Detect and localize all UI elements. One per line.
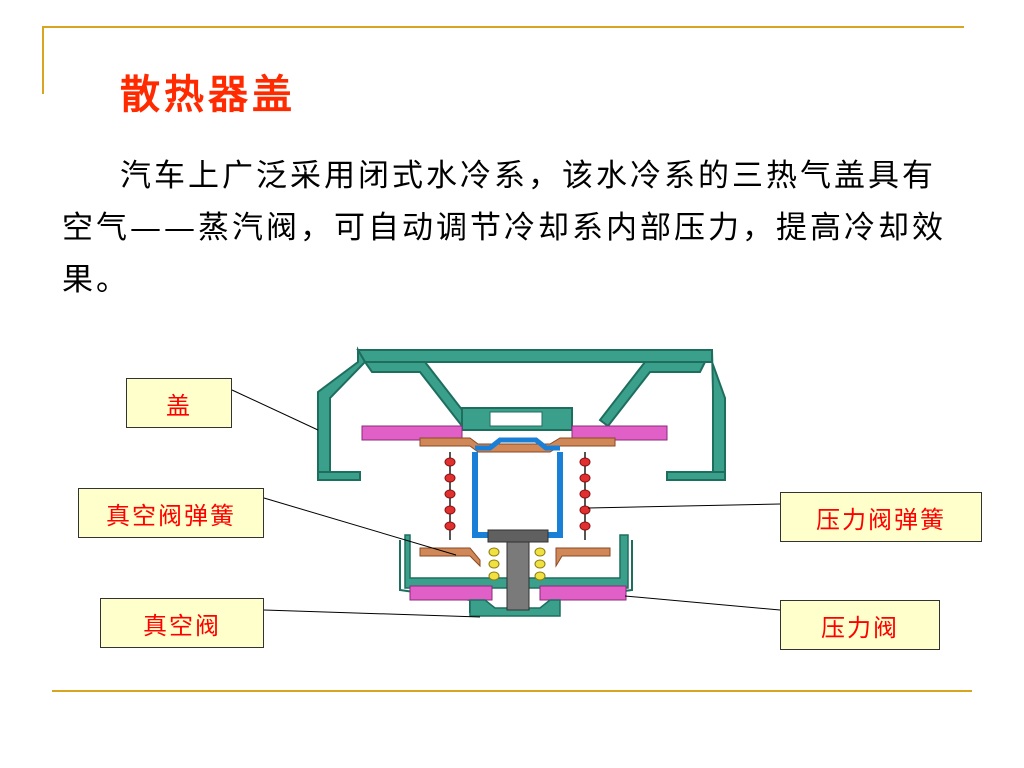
lower-seal-left [409, 585, 493, 601]
upper-gasket [419, 437, 616, 453]
lower-seal-right [539, 585, 627, 601]
vacuum-valve-stem [506, 541, 530, 611]
frame-left-line [42, 26, 44, 94]
leader-lines [231, 389, 781, 618]
label-cap: 盖 [126, 378, 232, 428]
frame-top-line [42, 26, 964, 28]
label-pressure-valve-spring: 压力阀弹簧 [780, 492, 982, 542]
frame-bottom-line [52, 690, 972, 692]
label-pressure-valve: 压力阀 [780, 600, 940, 650]
vacuum-valve-head [487, 529, 549, 543]
pressure-spring-left [444, 452, 456, 540]
slide-title: 散热器盖 [120, 71, 296, 118]
inner-tube [472, 452, 563, 538]
upper-seal-left [361, 425, 463, 441]
lower-gasket-left [419, 547, 481, 568]
label-vacuum-valve: 真空阀 [100, 598, 264, 648]
slide-body-text: 汽车上广泛采用闭式水冷系，该水冷系的三热气盖具有空气——蒸汽阀，可自动调节冷却系… [62, 158, 946, 298]
vacuum-spring [488, 547, 546, 581]
pressure-spring-right [579, 452, 591, 540]
lower-gasket-right [555, 547, 611, 568]
label-vacuum-valve-spring: 真空阀弹簧 [78, 488, 264, 538]
outer-cap-shell [317, 346, 726, 481]
upper-seal-right [571, 425, 668, 441]
cap-center-window [489, 411, 543, 427]
inner-tube-top [475, 437, 560, 451]
